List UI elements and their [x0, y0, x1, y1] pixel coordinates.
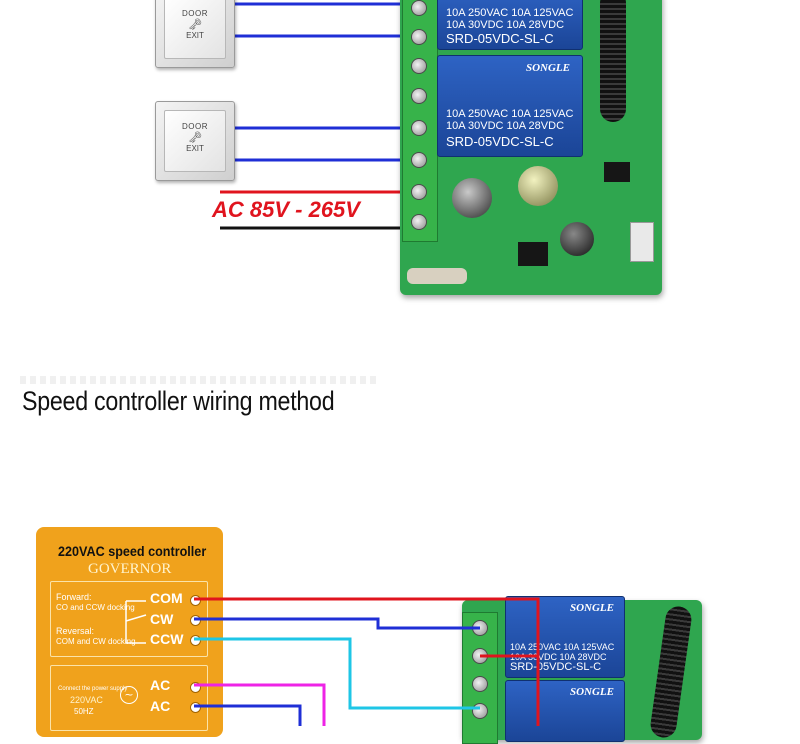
wire-ccw — [194, 637, 480, 710]
terminal-cw-label: CW — [150, 611, 174, 627]
relay-model: SRD-05VDC-SL-C — [510, 661, 602, 673]
exit-label: EXIT — [186, 144, 204, 153]
antenna-coil — [600, 0, 626, 122]
door-exit-button-2: DOOR 🗝 EXIT — [155, 101, 235, 181]
wire-ac-2 — [194, 704, 302, 726]
terminal-ccw-label: CCW — [150, 631, 184, 647]
relay-spec-1: 10A 250VAC 10A 125VAC — [446, 108, 574, 120]
relay-spec-1: 10A 250VAC 10A 125VAC — [510, 642, 615, 652]
relay-brand: SONGLE — [569, 602, 614, 614]
relay-brand: SONGLE — [525, 62, 570, 74]
screw-terminal — [411, 0, 427, 16]
switch-symbol — [125, 600, 147, 644]
door-label: DOOR — [182, 122, 208, 131]
relay-top-2: SONGLE 10A 250VAC 10A 125VAC 10A 30VDC 1… — [437, 55, 583, 157]
power-note: Connect the power supply — [58, 686, 128, 692]
door-label: DOOR — [182, 9, 208, 18]
relay-model: SRD-05VDC-SL-C — [446, 134, 554, 149]
reversal-label: Reversal: — [56, 626, 95, 636]
screw-terminal — [411, 214, 427, 230]
screw-terminal — [411, 58, 427, 74]
ic-chip — [604, 162, 630, 182]
relay-brand: SONGLE — [569, 686, 614, 698]
forward-label: Forward: — [56, 592, 92, 602]
relay-spec-2: 10A 30VDC 10A 28VDC — [510, 652, 607, 662]
bottom-wires — [194, 597, 540, 726]
reversal-sub: COM and CW docking — [56, 637, 136, 646]
screw-terminal — [411, 88, 427, 104]
screw-terminal — [411, 120, 427, 136]
wire-cw — [194, 617, 480, 630]
voltage-label: AC 85V - 265V — [212, 197, 360, 222]
relay-model: SRD-05VDC-SL-C — [446, 31, 554, 46]
key-icon: 🗝 — [188, 131, 202, 144]
wire-ac-1 — [194, 683, 326, 726]
inductor — [560, 222, 594, 256]
screw-terminal — [411, 184, 427, 200]
terminal-ac1-dot — [190, 682, 201, 693]
speed-controller-panel: 220VAC speed controller GOVERNOR Forward… — [36, 527, 223, 737]
relay-top-1: 10A 250VAC 10A 125VAC 10A 30VDC 10A 28VD… — [437, 0, 583, 50]
ic-chip — [518, 242, 548, 266]
ac-source-icon: ~ — [120, 686, 138, 704]
power-frequency: 50HZ — [74, 707, 94, 716]
forward-sub: CO and CCW docking — [56, 603, 135, 612]
fuse — [407, 268, 467, 284]
capacitor — [452, 178, 492, 218]
wire-com — [194, 597, 540, 726]
governor-label: GOVERNOR — [88, 561, 172, 577]
capacitor — [518, 166, 558, 206]
key-icon: 🗝 — [188, 18, 202, 31]
terminal-ac2-label: AC — [150, 698, 171, 714]
section-heading: Speed controller wiring method — [22, 386, 335, 416]
governor-title: 220VAC speed controller — [58, 543, 207, 559]
terminal-com-label: COM — [150, 590, 183, 606]
screw-terminal — [411, 29, 427, 45]
learn-button — [630, 222, 654, 262]
faint-divider — [20, 376, 380, 384]
power-voltage: 220VAC — [70, 695, 103, 705]
terminal-ac1-label: AC — [150, 677, 171, 693]
top-wires — [220, 2, 420, 230]
screw-terminal — [472, 676, 488, 692]
door-exit-button-1: DOOR 🗝 EXIT — [155, 0, 235, 68]
relay-spec-1: 10A 250VAC 10A 125VAC — [446, 7, 574, 19]
relay-bottom-1: SONGLE 10A 250VAC 10A 125VAC 10A 30VDC 1… — [505, 596, 625, 678]
exit-label: EXIT — [186, 31, 204, 40]
relay-spec-2: 10A 30VDC 10A 28VDC — [446, 120, 565, 132]
screw-terminal — [411, 152, 427, 168]
relay-spec-2: 10A 30VDC 10A 28VDC — [446, 19, 565, 31]
